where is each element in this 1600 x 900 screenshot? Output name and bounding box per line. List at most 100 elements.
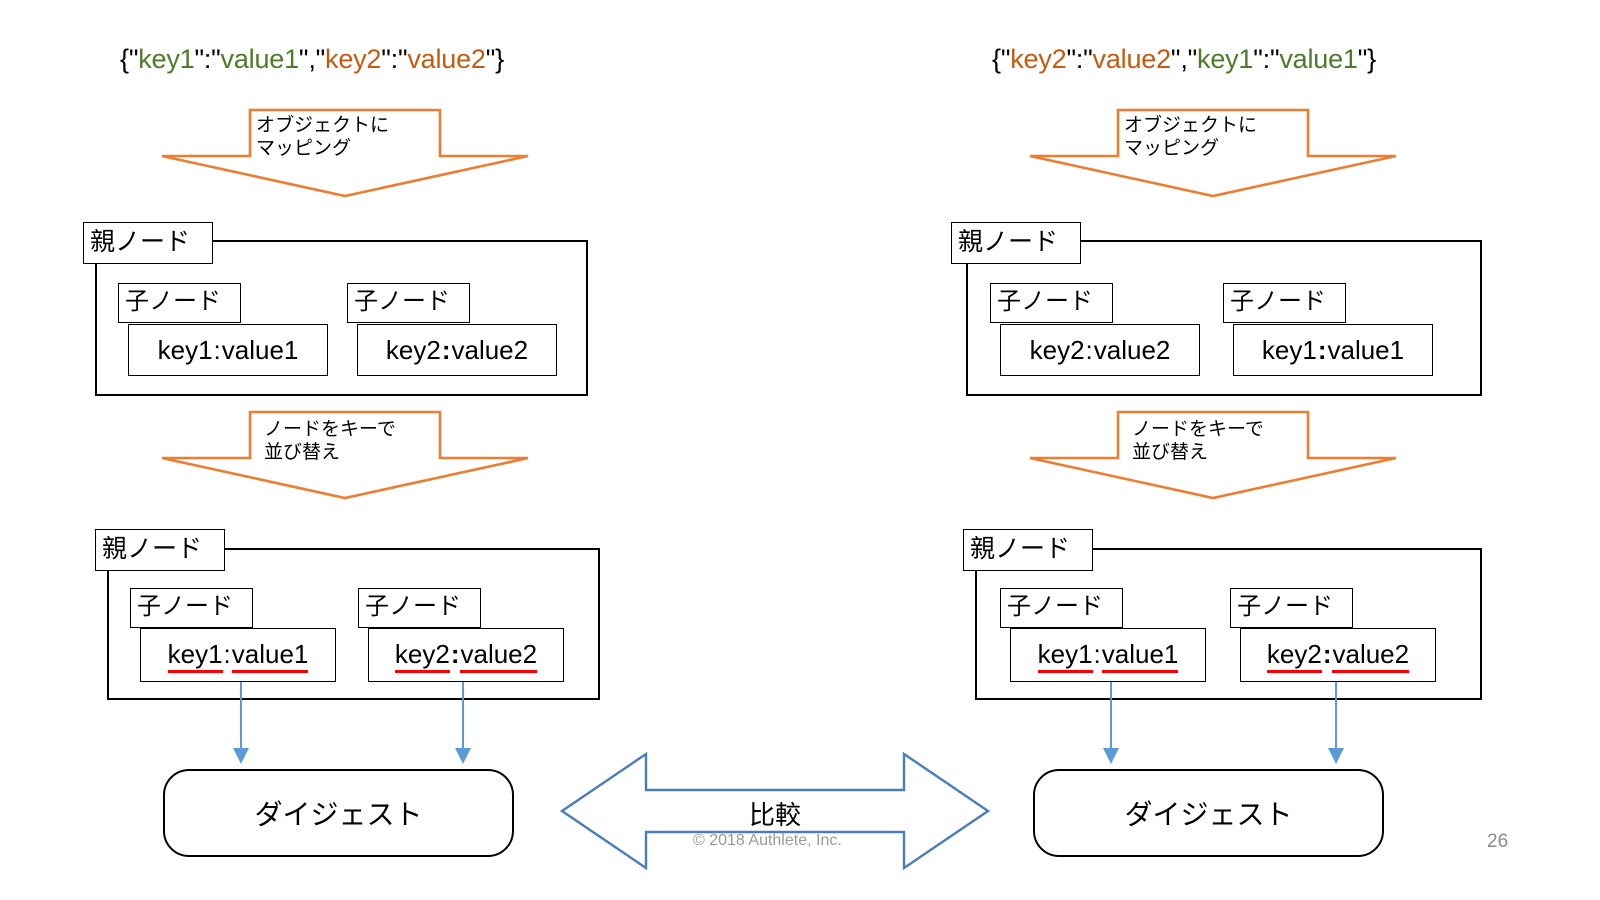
json-close-brace: }: [495, 44, 504, 74]
json-quote: ": [1187, 44, 1198, 74]
child-separator: :: [223, 639, 231, 669]
json-quote: ": [194, 44, 204, 74]
compare-double-arrow: [560, 752, 990, 870]
child-node-label: 子ノード: [358, 588, 481, 628]
child-node-label: 子ノード: [347, 283, 470, 323]
child-node-content: key2:value2: [357, 324, 557, 376]
parent-node-label: 親ノード: [963, 529, 1093, 571]
child-node-content: key1:value1: [1010, 628, 1206, 682]
json-open-brace: {: [120, 44, 129, 74]
child-separator: :: [1093, 639, 1101, 669]
child-value: value2: [1093, 335, 1171, 365]
json-quote: ": [1253, 44, 1263, 74]
json-value-1: value1: [1279, 44, 1358, 74]
child-key: key2: [394, 639, 450, 673]
json-quote: ": [381, 44, 391, 74]
digest-box-left: ダイジェスト: [163, 769, 514, 857]
json-quote: ": [397, 44, 408, 74]
child-key: key1: [1037, 639, 1093, 673]
child-node-content: key2:value2: [368, 628, 564, 682]
child-key: key2: [385, 335, 441, 365]
child-node-label: 子ノード: [990, 283, 1113, 323]
json-header-right: {"key2":"value2","key1":"value1"}: [992, 42, 1376, 76]
child-kv-pair: key2:value2: [386, 325, 528, 375]
json-comma: ,: [1180, 44, 1188, 74]
child-separator: :: [1317, 335, 1327, 365]
child-node-label: 子ノード: [1223, 283, 1346, 323]
json-colon: :: [1262, 44, 1271, 74]
child-kv-pair: key1:value1: [167, 629, 309, 679]
json-value-0: value2: [1092, 44, 1172, 74]
json-colon: :: [203, 44, 212, 74]
parent-node-label: 親ノード: [83, 222, 213, 264]
arrow-label-line-2: マッピング: [1124, 138, 1220, 159]
child-kv-pair: key1:value1: [1262, 325, 1404, 375]
digest-label: ダイジェスト: [1124, 799, 1293, 830]
json-quote: ": [211, 44, 221, 74]
child-separator: :: [1322, 639, 1332, 669]
child-node-content: key1:value1: [1233, 324, 1433, 376]
json-quote: ": [1066, 44, 1076, 74]
child-value: value1: [221, 335, 299, 365]
child-value: value1: [1327, 335, 1405, 365]
down-arrow-sort-right-label: ノードをキーで 並び替え: [1132, 418, 1264, 464]
child-node-label: 子ノード: [118, 283, 241, 323]
arrow-label-line-1: オブジェクトに: [256, 115, 390, 136]
child-separator: :: [450, 639, 460, 669]
json-value-0: value1: [220, 44, 300, 74]
arrow-label-line-1: オブジェクトに: [1124, 115, 1258, 136]
json-quote: ": [485, 44, 496, 74]
connector-arrow-right-1: [1100, 668, 1122, 766]
child-key: key2: [1266, 639, 1322, 673]
child-key: key1: [167, 639, 223, 673]
json-colon: :: [1075, 44, 1084, 74]
json-key-0: key2: [1010, 44, 1067, 74]
json-quote: ": [128, 44, 139, 74]
child-value: value2: [1332, 639, 1410, 673]
compare-label-text: 比較: [748, 800, 801, 830]
down-arrow-sort-left-label: ノードをキーで 並び替え: [264, 418, 396, 464]
json-key-1: key2: [325, 44, 382, 74]
down-arrow-mapping-left: [160, 108, 530, 198]
child-node-content: key2:value2: [1240, 628, 1436, 682]
down-arrow-sort-right: [1028, 410, 1398, 500]
child-kv-pair: key1:value1: [1037, 629, 1179, 679]
arrow-label-line-1: ノードをキーで: [1132, 419, 1264, 440]
down-arrow-mapping-right-label: オブジェクトに マッピング: [1124, 114, 1257, 160]
down-arrow-mapping-left-label: オブジェクトに マッピング: [256, 114, 389, 160]
child-kv-pair: key2:value2: [394, 629, 538, 679]
copyright-text: © 2018 Authlete, Inc.: [693, 832, 842, 849]
json-colon: :: [390, 44, 399, 74]
child-node-label: 子ノード: [1230, 588, 1353, 628]
json-quote: ": [298, 44, 309, 74]
child-kv-pair: key2:value2: [1030, 325, 1171, 375]
child-node-content: key2:value2: [1000, 324, 1200, 376]
child-node-label: 子ノード: [1000, 588, 1123, 628]
parent-node-label: 親ノード: [95, 529, 225, 571]
digest-label: ダイジェスト: [254, 799, 423, 830]
compare-label: 比較: [560, 795, 990, 832]
child-node-content: key1:value1: [140, 628, 336, 682]
page-number: 26: [1487, 831, 1509, 852]
child-key: key1: [157, 335, 213, 365]
child-node-content: key1:value1: [128, 324, 328, 376]
child-value: value1: [1101, 639, 1179, 673]
json-quote: ": [1000, 44, 1011, 74]
connector-arrow-right-2: [1325, 668, 1347, 766]
json-comma: ,: [308, 44, 316, 74]
down-arrow-mapping-right: [1028, 108, 1398, 198]
child-separator: :: [1085, 335, 1093, 365]
child-value: value2: [451, 335, 529, 365]
json-open-brace: {: [992, 44, 1001, 74]
child-node-label: 子ノード: [130, 588, 253, 628]
json-quote: ": [1170, 44, 1181, 74]
json-header-left: {"key1":"value1","key2":"value2"}: [120, 42, 504, 76]
json-quote: ": [315, 44, 326, 74]
child-value: value2: [460, 639, 538, 673]
child-separator: :: [441, 335, 451, 365]
json-quote: ": [1083, 44, 1093, 74]
json-quote: ": [1269, 44, 1280, 74]
child-value: value1: [231, 639, 309, 673]
child-kv-pair: key2:value2: [1266, 629, 1410, 679]
child-key: key2: [1029, 335, 1085, 365]
